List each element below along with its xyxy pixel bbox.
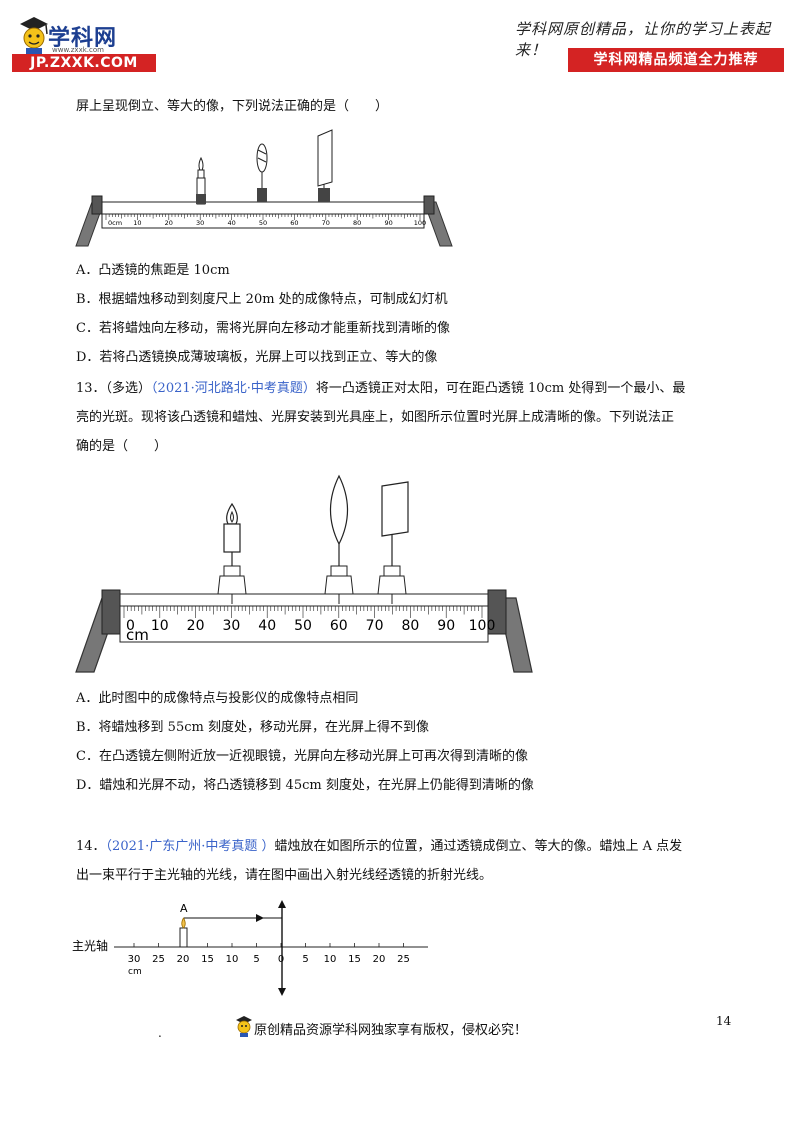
q13-ruler-bar — [119, 593, 489, 607]
q14-axis-tick-label: 5 — [253, 954, 259, 965]
q12-ruler-tick-label: 60 — [290, 219, 298, 227]
q12-option-a[interactable]: A．凸透镜的焦距是 10cm — [76, 263, 230, 278]
q14-lens-top-arrow-icon — [278, 900, 286, 908]
q13-ruler-tick-label: 60 — [330, 618, 348, 634]
q13-line1-rest: 将一凸透镜正对太阳，可在距凸透镜 10cm 处得到一个最小、最 — [315, 381, 686, 396]
q13-ruler-tick-label: 80 — [401, 618, 419, 634]
q14-axis-tick-label: 0 — [278, 954, 284, 965]
q13-ruler-tick-label: 40 — [258, 618, 276, 634]
q14-axis-tick-label: 20 — [177, 954, 190, 965]
channel-banner[interactable]: 学科网精品频道全力推荐 — [568, 48, 784, 72]
q13-option-c[interactable]: C．在凸透镜左侧附近放一近视眼镜，光屏向左移动光屏上可再次得到清晰的像 — [76, 749, 528, 764]
q14-axis-tick-label: 30 — [128, 954, 141, 965]
footer-copyright: 原创精品资源学科网独家享有版权，侵权必究！ — [254, 1023, 528, 1038]
logo-name: 学科网 — [48, 26, 118, 51]
q12-ruler-tick-label: 40 — [227, 219, 235, 227]
q14-line2: 出一束平行于主光轴的光线，请在图中画出入射光线经透镜的折射光线。 — [76, 868, 493, 883]
q13-number: 13．（多选） — [76, 381, 152, 396]
q14-lens-bottom-arrow-icon — [278, 988, 286, 996]
q13-option-a[interactable]: A．此时图中的成像特点与投影仪的成像特点相同 — [76, 691, 359, 706]
q13-ruler-tick-label: 100 — [469, 618, 496, 634]
header-logo[interactable] — [12, 14, 162, 74]
mascot-icon — [20, 17, 48, 56]
q12-screen — [317, 129, 333, 202]
q13-bench-left-block — [101, 589, 121, 635]
q12-lens — [256, 143, 268, 202]
q13-screen — [377, 481, 409, 604]
q14-axis-unit: cm — [128, 967, 142, 977]
q14-candle — [179, 917, 188, 948]
q13-source[interactable]: （2021·河北路北·中考真题） — [151, 381, 316, 396]
q14-ray-diagram-figure: 主光轴 30 25 20 15 10 5 0 5 10 15 20 25 cm A — [72, 900, 428, 996]
q14-source[interactable]: （2021·广东广州·中考真题 ） — [105, 839, 275, 854]
q12-option-d[interactable]: D．若将凸透镜换成薄玻璃板，光屏上可以找到正立、等大的像 — [76, 350, 438, 365]
q13-ruler-tick-label: 70 — [366, 618, 384, 634]
q14-axis-tick-label: 5 — [302, 954, 308, 965]
q13-optical-bench-figure: 0 10 20 30 40 50 60 70 80 90 100 cm — [75, 474, 533, 673]
q14-point-label: A — [180, 902, 188, 915]
footer-dot: . — [158, 1026, 162, 1040]
q13-ruler-scale — [119, 605, 489, 643]
q13-line1: 13．（多选）（2021·河北路北·中考真题）将一凸透镜正对太阳，可在距凸透镜 … — [76, 380, 685, 398]
page-number: 14 — [716, 1014, 732, 1028]
q13-ruler-tick-label: 0 — [126, 618, 135, 634]
q12-ruler-bar — [101, 201, 425, 215]
q12-candle — [196, 156, 206, 205]
q12-ruler-tick-label: 30 — [196, 219, 204, 227]
q13-candle — [217, 502, 247, 604]
q12-ruler-tick-label: 90 — [384, 219, 392, 227]
q12-ruler-tick-label: 10 — [133, 219, 141, 227]
q14-axis-tick-label: 25 — [152, 954, 165, 965]
q13-line2: 亮的光斑。现将该凸透镜和蜡烛、光屏安装到光具座上，如图所示位置时光屏上成清晰的像… — [76, 410, 675, 425]
q13-option-b[interactable]: B．将蜡烛移到 55cm 刻度处，移动光屏，在光屏上得不到像 — [76, 720, 429, 735]
q14-number: 14． — [76, 839, 106, 854]
q12-ruler-tick-label: 20 — [165, 219, 173, 227]
q14-axis-tick-label: 15 — [201, 954, 214, 965]
q12-bench-right-block — [423, 195, 435, 215]
q12-ruler-tick-label: 50 — [259, 219, 267, 227]
q12-option-b[interactable]: B．根据蜡烛移动到刻度尺上 20m 处的成像特点，可制成幻灯机 — [76, 292, 448, 307]
q13-ruler-tick-label: 20 — [187, 618, 205, 634]
q12-ruler-tick-label: 100 — [414, 219, 426, 227]
q14-axis-tick-label: 20 — [373, 954, 386, 965]
q12-bench-left-block — [91, 195, 103, 215]
logo-band[interactable]: JP.ZXXK.COM — [12, 54, 156, 72]
q14-axis-tick-label: 10 — [226, 954, 239, 965]
q14-line1: 14．（2021·广东广州·中考真题 ）蜡烛放在如图所示的位置，通过透镜成倒立、… — [76, 838, 682, 856]
footer-mascot-icon — [236, 1016, 252, 1037]
q12-optical-bench-figure: 0cm 10 20 30 40 50 60 70 80 90 100 — [75, 129, 453, 247]
q12-stem-tail: 屏上呈现倒立、等大的像，下列说法正确的是（ ） — [76, 99, 389, 114]
q12-ruler-tick-label: 80 — [353, 219, 361, 227]
header-slogan: 学科网原创精品，让你的学习上表起来！ — [515, 20, 772, 59]
q14-axis-tick-label: 15 — [348, 954, 361, 965]
q13-ruler-tick-label: 50 — [294, 618, 312, 634]
q13-line3: 确的是（ ） — [76, 439, 168, 454]
q12-option-c[interactable]: C．若将蜡烛向左移动，需将光屏向左移动才能重新找到清晰的像 — [76, 321, 450, 336]
q14-axis-label: 主光轴 — [72, 938, 108, 953]
q14-axis-tick-label: 10 — [324, 954, 337, 965]
q14-line1-rest: 蜡烛放在如图所示的位置，通过透镜成倒立、等大的像。蜡烛上 A 点发 — [274, 839, 683, 854]
q13-ruler-tick-label: 90 — [437, 618, 455, 634]
q13-lens — [324, 474, 354, 604]
q12-ruler-tick-label: 0cm — [108, 219, 122, 227]
logo-url: www.zxxk.com — [52, 46, 104, 54]
q13-ruler-unit: cm — [126, 626, 149, 644]
q14-axis-tick-label: 25 — [397, 954, 410, 965]
q12-ruler-tick-label: 70 — [322, 219, 330, 227]
q13-ruler-tick-label: 30 — [222, 618, 240, 634]
q13-ruler-tick-label: 10 — [151, 618, 169, 634]
q13-option-d[interactable]: D．蜡烛和光屏不动，将凸透镜移到 45cm 刻度处，在光屏上仍能得到清晰的像 — [76, 778, 534, 793]
